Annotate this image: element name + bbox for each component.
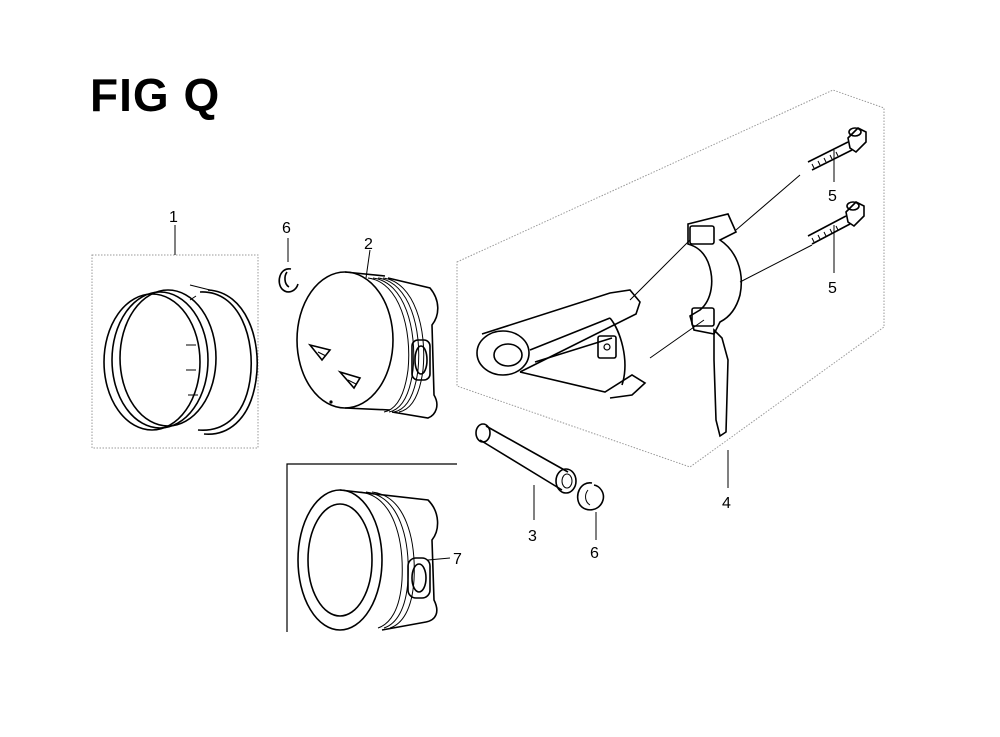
- callout-2: 2: [364, 236, 373, 253]
- callout-7: 7: [453, 551, 462, 568]
- pin-clip-upper: [278, 268, 299, 293]
- callout-5-upper: 5: [828, 188, 837, 205]
- callout-5-lower: 5: [828, 280, 837, 297]
- piston-alt: [297, 489, 439, 631]
- callout-6-upper: 6: [282, 220, 291, 237]
- pin-clip-lower: [576, 482, 605, 511]
- piston: [296, 271, 439, 419]
- piston-pin: [475, 423, 577, 494]
- figure-title: FIG Q: [90, 69, 221, 121]
- connecting-rod: [476, 174, 813, 438]
- piston-rings: [103, 284, 258, 435]
- callout-6-lower: 6: [590, 545, 599, 562]
- alternate-piston-box: [286, 463, 457, 632]
- rod-bolt-lower: [807, 201, 865, 245]
- connecting-rod-group-box: [456, 89, 885, 468]
- rod-bolt-upper: [807, 127, 867, 171]
- piston-rings-group-box: [91, 254, 259, 449]
- callout-4: 4: [722, 495, 731, 512]
- leader-lines: [174, 150, 835, 561]
- callout-3: 3: [528, 528, 537, 545]
- callout-1: 1: [169, 209, 178, 226]
